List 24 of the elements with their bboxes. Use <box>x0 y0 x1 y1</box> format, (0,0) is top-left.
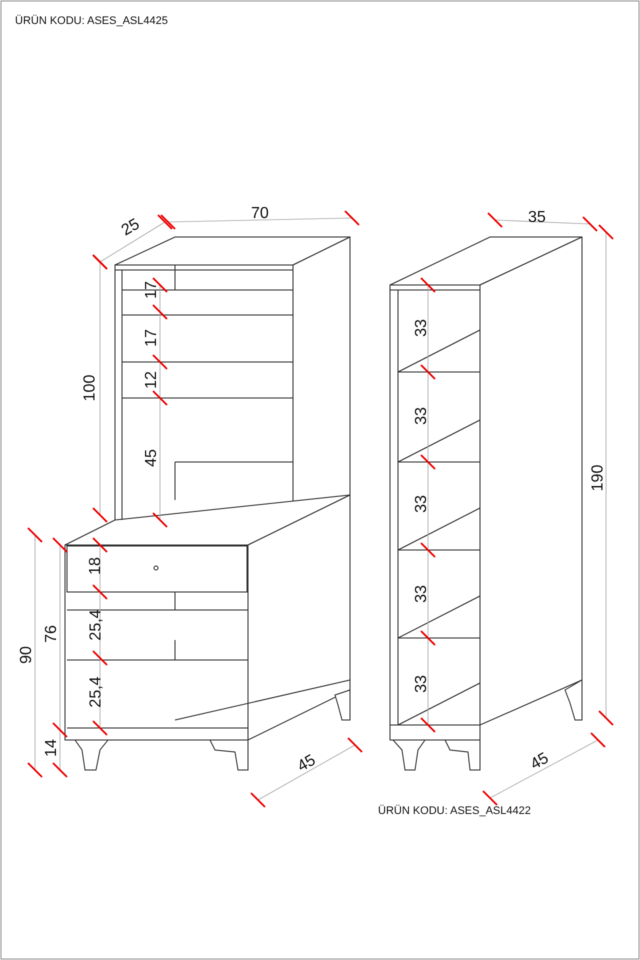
product-code-label: ÜRÜN KODU: ASES_ASL4422 <box>378 806 531 817</box>
dimension-label: 35 <box>528 210 546 226</box>
dimension-label: 12 <box>144 371 160 389</box>
dimension-label: 45 <box>144 449 160 467</box>
dimension-label: 100 <box>82 374 98 402</box>
product-code-label: ÜRÜN KODU: ASES_ASL4425 <box>15 16 168 27</box>
dimension-label: 33 <box>414 319 430 337</box>
dimension-label: 17 <box>144 329 160 347</box>
dimension-label: 25,4 <box>88 609 104 641</box>
dimension-label: 17 <box>144 281 160 299</box>
dimension-label: 18 <box>88 557 104 575</box>
dimension-label: 76 <box>44 625 60 643</box>
dimension-label: 90 <box>18 646 35 664</box>
dimension-label: 45 <box>528 750 552 774</box>
dimension-label: 70 <box>251 206 269 222</box>
dimension-label: 25 <box>119 216 143 240</box>
dimension-label: 33 <box>414 585 430 603</box>
dimension-label: 45 <box>295 752 319 776</box>
dimension-label: 25,4 <box>88 676 104 708</box>
dimension-label: 33 <box>414 407 430 425</box>
dimension-label: 190 <box>590 464 606 492</box>
dimension-label: 33 <box>414 675 430 693</box>
dimension-label: 33 <box>414 495 430 513</box>
dimension-label: 14 <box>44 739 60 757</box>
